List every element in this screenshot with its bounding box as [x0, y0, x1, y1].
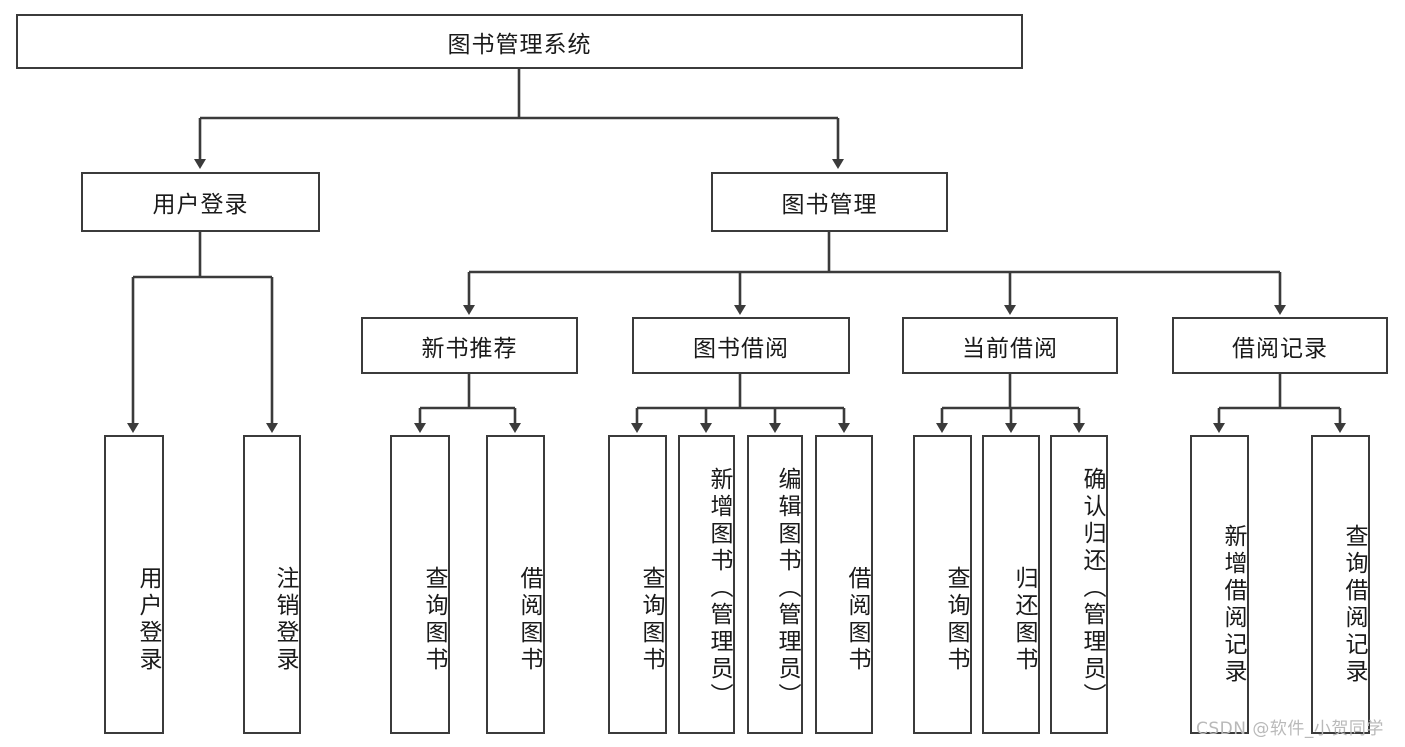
node-book-management-module[interactable]: 图书管理: [711, 172, 948, 232]
node-book-borrow[interactable]: 图书借阅: [632, 317, 850, 374]
leaf-label: 查询图书: [638, 565, 664, 674]
leaf-borrow-book[interactable]: 借阅图书: [815, 435, 873, 734]
leaf-label: 查询图书: [943, 565, 969, 674]
leaf-label: 确认归还（管理员）: [1079, 467, 1105, 710]
leaf-label: 借阅图书: [844, 565, 870, 674]
leaf-add-book-admin[interactable]: 新增图书（管理员）: [678, 435, 735, 734]
leaf-label: 注销登录: [272, 565, 298, 674]
leaf-query-borrow-record[interactable]: 查询借阅记录: [1311, 435, 1370, 734]
node-root-label: 图书管理系统: [447, 31, 592, 58]
leaf-confirm-return-admin[interactable]: 确认归还（管理员）: [1050, 435, 1108, 734]
leaf-borrow-book-recommend[interactable]: 借阅图书: [486, 435, 545, 734]
node-label: 借阅记录: [1232, 335, 1328, 362]
node-label: 图书管理: [781, 192, 878, 218]
leaf-query-book-current[interactable]: 查询图书: [913, 435, 972, 734]
leaf-return-book[interactable]: 归还图书: [982, 435, 1040, 734]
leaf-edit-book-admin[interactable]: 编辑图书（管理员）: [747, 435, 803, 734]
watermark: CSDN @软件_小贺同学: [1196, 719, 1384, 739]
leaf-label: 用户登录: [135, 565, 161, 674]
node-user-login-module[interactable]: 用户登录: [81, 172, 320, 232]
leaf-label: 新增借阅记录: [1220, 523, 1246, 686]
leaf-add-borrow-record[interactable]: 新增借阅记录: [1190, 435, 1249, 734]
leaf-query-book-recommend[interactable]: 查询图书: [390, 435, 450, 734]
node-label: 新书推荐: [421, 335, 518, 362]
leaf-user-logout[interactable]: 注销登录: [243, 435, 301, 734]
leaf-label: 归还图书: [1011, 565, 1037, 674]
leaf-label: 新增图书（管理员）: [706, 467, 732, 710]
leaf-label: 查询图书: [421, 565, 447, 674]
node-label: 用户登录: [152, 192, 249, 218]
leaf-label: 借阅图书: [516, 565, 542, 674]
leaf-label: 查询借阅记录: [1341, 523, 1367, 686]
node-new-book-recommend[interactable]: 新书推荐: [361, 317, 578, 374]
node-borrow-record[interactable]: 借阅记录: [1172, 317, 1388, 374]
node-current-borrow[interactable]: 当前借阅: [902, 317, 1118, 374]
node-label: 当前借阅: [962, 335, 1058, 362]
node-label: 图书借阅: [693, 335, 789, 362]
leaf-label: 编辑图书（管理员）: [774, 467, 800, 710]
node-root[interactable]: 图书管理系统: [16, 14, 1023, 69]
leaf-query-book-borrow[interactable]: 查询图书: [608, 435, 667, 734]
leaf-user-login[interactable]: 用户登录: [104, 435, 164, 734]
